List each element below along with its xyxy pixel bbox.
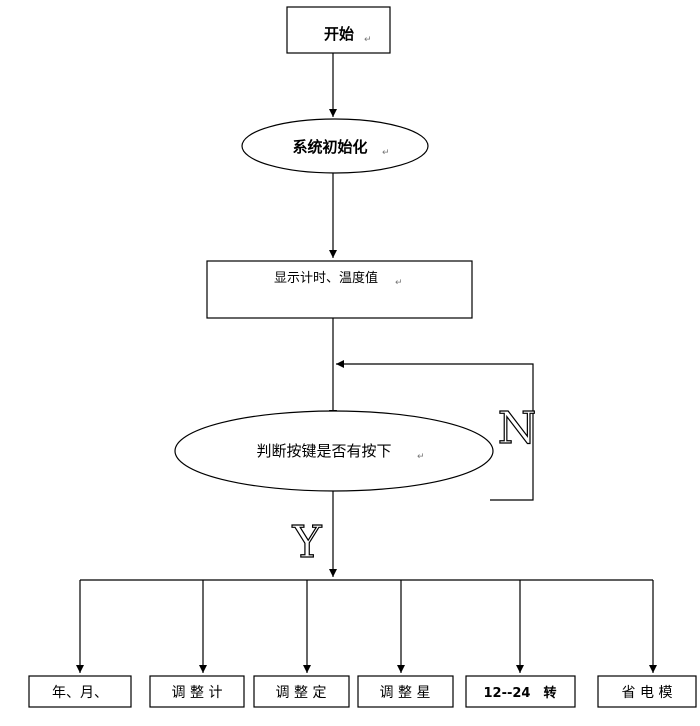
return-mark: ↵ — [364, 35, 372, 45]
display-label: 显示计时、温度值 — [274, 270, 378, 286]
branch-label-power-save: 省 电 模 — [622, 685, 673, 701]
yes-label: Y — [291, 517, 322, 568]
decision-label: 判断按键是否有按下 — [256, 442, 391, 460]
branch-box-power-save — [597, 675, 697, 708]
return-mark: ↵ — [417, 452, 425, 462]
branch-box-date — [28, 675, 132, 708]
return-mark: ↵ — [382, 148, 390, 158]
branch-box-week — [357, 675, 454, 708]
no-label: N — [498, 403, 537, 454]
decision-ellipse — [174, 410, 494, 492]
start-box — [286, 6, 391, 54]
branch-box-timer — [149, 675, 245, 708]
branch-label-date: 年、月、 — [52, 685, 108, 701]
start-label: 开始 — [324, 25, 354, 43]
init-ellipse — [241, 118, 429, 174]
init-label: 系统初始化 — [292, 138, 367, 156]
branch-label-timer: 调 整 计 — [172, 685, 223, 701]
return-mark: ↵ — [395, 278, 403, 288]
branch-label-hour-format: 12--24 转 — [484, 685, 557, 701]
branch-box-alarm — [253, 675, 350, 708]
loop-back-path — [336, 360, 534, 501]
display-box — [206, 260, 473, 319]
branch-box-hour-format — [465, 675, 576, 708]
branch-label-alarm: 调 整 定 — [276, 685, 327, 701]
branch-label-week: 调 整 星 — [380, 685, 431, 701]
